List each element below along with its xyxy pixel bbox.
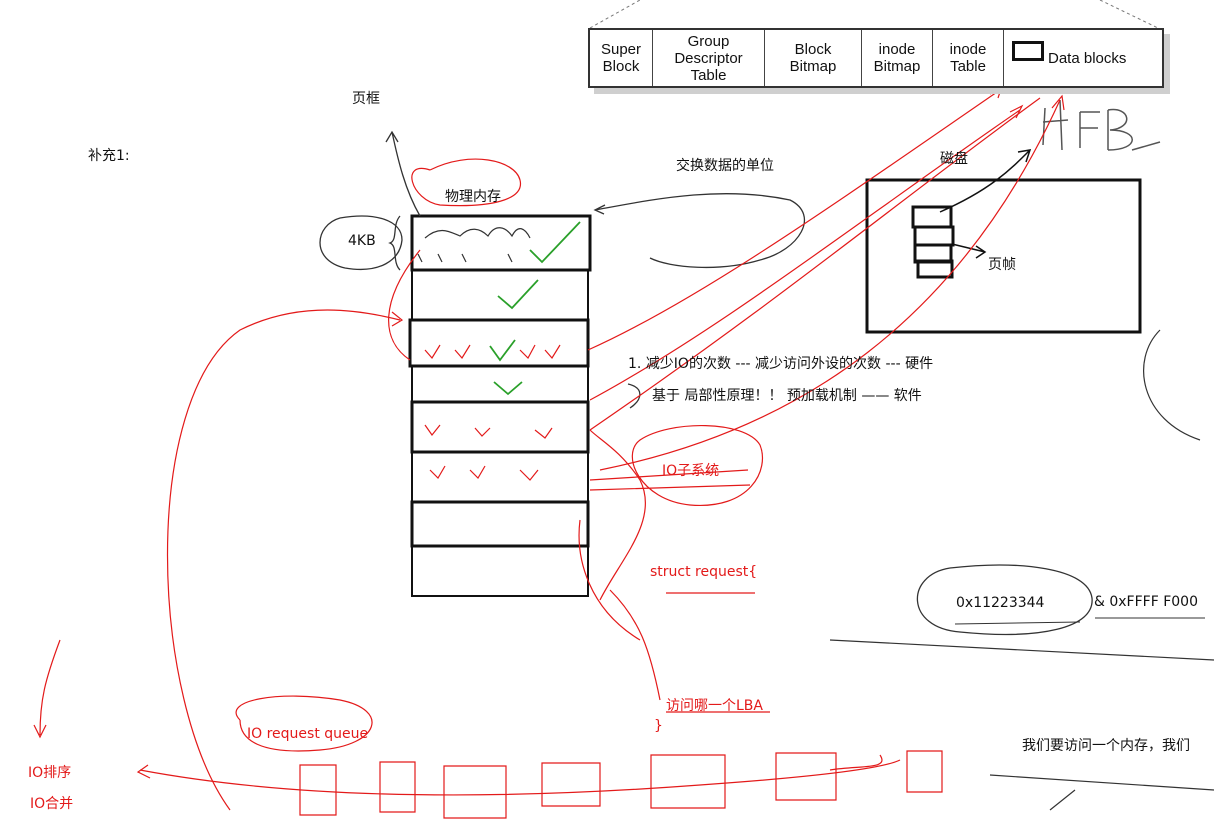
exchange-unit-label: 交换数据的单位	[676, 158, 774, 174]
data-blocks-cell: Data blocks	[1004, 30, 1162, 86]
disk-page-frames	[911, 205, 955, 279]
fs-layout-strip: Super Block Group Descriptor Table Block…	[588, 28, 1164, 88]
disk-box	[865, 178, 1142, 334]
hex-mask-label: & 0xFFFF F000	[1094, 594, 1198, 610]
4kb-ellipse	[319, 215, 403, 270]
hardware-note: 1. 减少IO的次数 --- 减少访问外设的次数 --- 硬件	[628, 356, 934, 372]
struct-request-label: struct request{	[650, 564, 758, 580]
super-block-cell: Super Block	[590, 30, 653, 86]
top-page-scribble	[417, 227, 531, 263]
page-frame-arrow	[385, 130, 421, 217]
data-block-marker	[1012, 41, 1044, 61]
inode-table-cell: inode Table	[933, 30, 1004, 86]
disk-frame-arrow	[951, 243, 987, 259]
which-lba-label: 访问哪一个LBA	[666, 698, 763, 714]
4kb-bracket	[388, 215, 401, 271]
exchange-unit-arrow	[593, 193, 805, 269]
supplement-label: 补充1:	[88, 148, 130, 164]
io-subsystem-label: IO子系统	[662, 463, 720, 479]
disk-page-frame-label: 页帧	[988, 257, 1016, 273]
red-annotations	[33, 84, 1065, 819]
data-blocks-label: Data blocks	[1048, 49, 1127, 67]
physical-memory-label: 物理内存	[445, 189, 501, 205]
4kb-label: 4KB	[348, 233, 376, 249]
layout-zoom-line-right	[1099, 0, 1159, 29]
layout-zoom-line-left	[589, 0, 641, 29]
hex-ellipse	[916, 564, 1093, 636]
disk-to-4kb-arrow	[939, 149, 1032, 213]
close-brace-label: }	[654, 718, 663, 734]
io-merge-label: IO合并	[30, 796, 74, 812]
page-frame-label: 页框	[352, 91, 380, 107]
disk-label: 磁盘	[940, 151, 968, 167]
hex-underline	[954, 617, 1205, 625]
bottom-right-lines	[829, 329, 1214, 811]
hex-value-label: 0x11223344	[956, 595, 1045, 611]
group-descriptor-table-cell: Group Descriptor Table	[653, 30, 765, 86]
inode-bitmap-cell: inode Bitmap	[862, 30, 933, 86]
io-request-queue-label: IO request queue	[247, 726, 369, 742]
block-bitmap-cell: Block Bitmap	[765, 30, 862, 86]
physical-memory-stack	[408, 214, 592, 597]
green-checkmarks	[489, 221, 581, 396]
4kb-handwriting	[1042, 99, 1161, 151]
memory-access-note: 我们要访问一个内存，我们	[1022, 738, 1190, 754]
software-note: 基于 局部性原理！！ 预加载机制 —— 软件	[652, 388, 922, 404]
sw-note-brace	[627, 383, 641, 409]
io-sort-label: IO排序	[28, 765, 72, 781]
